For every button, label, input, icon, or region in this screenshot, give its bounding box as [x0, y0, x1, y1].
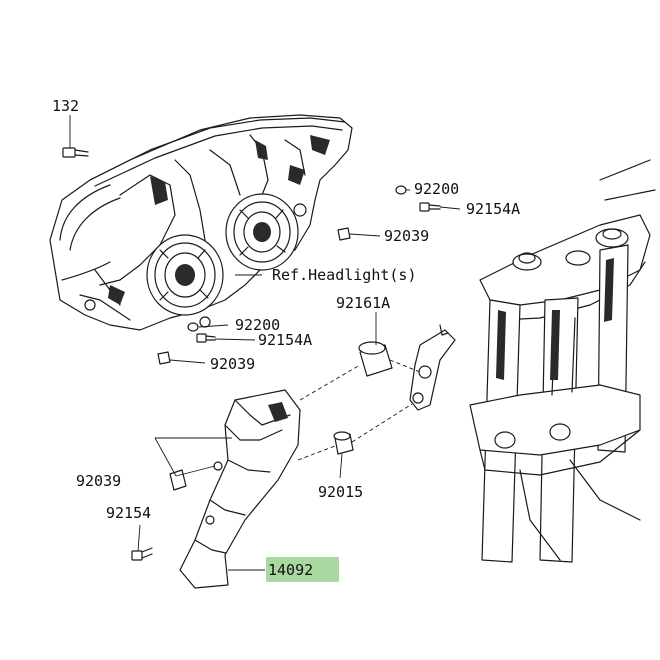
headlight-assembly [49, 114, 353, 331]
label-92039-bracket[interactable]: 92039 [76, 472, 121, 490]
lamp-bowl-left [146, 234, 224, 316]
label-92154[interactable]: 92154 [106, 504, 151, 522]
bolt-92154a-lower [196, 333, 216, 343]
damper-92161a [358, 341, 393, 377]
label-92015[interactable]: 92015 [318, 483, 363, 501]
collar-92015 [333, 431, 354, 455]
label-92154a-upper[interactable]: 92154A [466, 200, 520, 218]
label-132[interactable]: 132 [52, 97, 79, 115]
label-ref-headlight[interactable]: Ref.Headlight(s) [272, 266, 417, 284]
washer-92200-lower [187, 322, 199, 332]
lamp-bowl-right [225, 193, 299, 271]
clip-92039-bracket [169, 469, 187, 491]
label-92200-upper[interactable]: 92200 [414, 180, 459, 198]
label-92161a[interactable]: 92161A [336, 294, 390, 312]
bolt-92154 [131, 547, 153, 561]
label-92039-upper[interactable]: 92039 [384, 227, 429, 245]
bolt-92154a-upper [419, 202, 441, 212]
label-92039-lower[interactable]: 92039 [210, 355, 255, 373]
leader-lines [69, 115, 461, 571]
label-14092[interactable]: 14092 [268, 561, 313, 579]
part-labels: 132 92200 92154A 92039 Ref.Headlight(s) … [52, 97, 520, 582]
fork-assembly [409, 159, 656, 563]
clip-92039-lower [157, 351, 171, 365]
air-duct-14092 [179, 389, 301, 589]
highlight-box [266, 557, 339, 582]
label-92200-lower[interactable]: 92200 [235, 316, 280, 334]
bolt-132 [62, 147, 89, 158]
label-92154a-lower[interactable]: 92154A [258, 331, 312, 349]
washer-92200-upper [395, 185, 407, 195]
clip-92039-upper [337, 227, 351, 241]
